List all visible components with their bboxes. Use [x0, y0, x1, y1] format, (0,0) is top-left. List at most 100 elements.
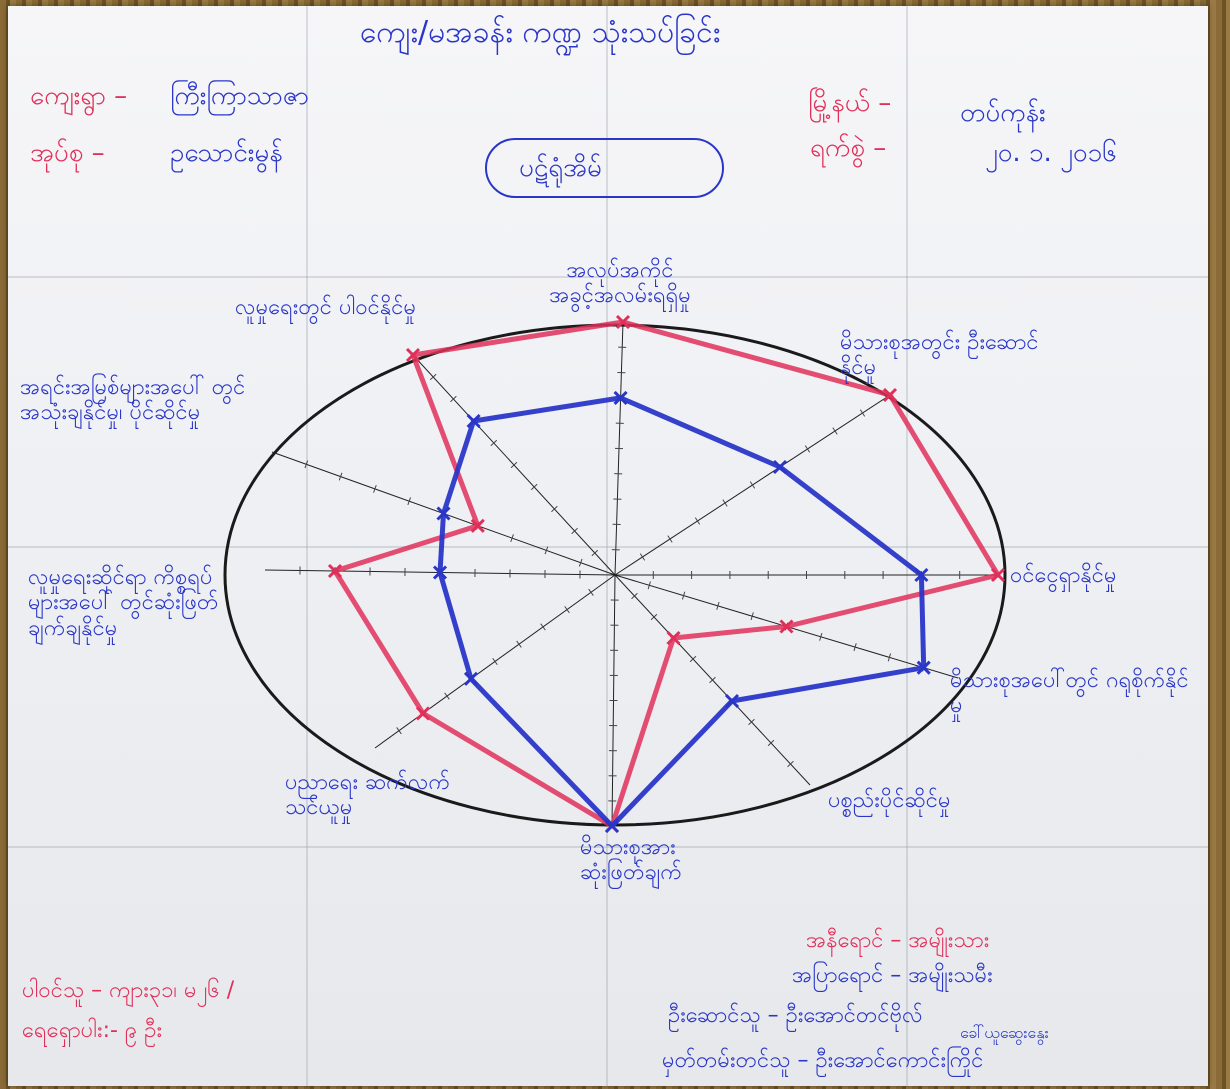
radar-tick	[639, 553, 646, 561]
radar-tick	[510, 534, 514, 543]
radar-series-line	[332, 319, 1001, 829]
radar-point	[779, 619, 794, 634]
radar-tick	[694, 517, 701, 525]
village-label: ကျေးရွာ –	[30, 81, 128, 111]
radar-tick	[373, 484, 377, 493]
fold-line	[8, 276, 1208, 278]
flipchart-paper	[8, 6, 1208, 1086]
radar-tick	[709, 676, 716, 684]
cloud-bubble: ပဋ်ရုံအိမ်	[485, 138, 724, 198]
radar-tick	[510, 461, 518, 469]
axis-label-7: လူမှုရေးဆိုင်ရာ ကိစ္စရပ်များအပေါ် တွင်ဆု…	[28, 565, 219, 641]
fold-line	[8, 846, 1208, 848]
axis-label-8: အရင်းအမြစ်များအပေါ် တွင်အသုံးချနိုင်မှု၊…	[20, 375, 246, 426]
radar-tick	[716, 601, 720, 610]
axis-label-6: ပညာရေး ဆက်လက်သင်ယူမှု	[285, 770, 450, 821]
legend-blue: အပြာရောင် – အမျိုးသမီး	[792, 963, 993, 988]
radar-tick	[304, 460, 309, 469]
radar-tick	[887, 653, 892, 662]
township-value: တပ်ကုန်း	[960, 98, 1046, 128]
radar-point	[436, 506, 451, 521]
radar-tick	[681, 591, 686, 600]
date-label: ရက်စွဲ –	[810, 133, 887, 163]
radar-tick	[853, 643, 857, 652]
radar-point	[470, 518, 485, 533]
radar-point	[724, 693, 740, 709]
radar-point	[882, 387, 898, 403]
radar-tick	[516, 640, 522, 648]
radar-point	[772, 459, 788, 475]
legend-red: အနီရောင် – အမျိုးသား	[806, 928, 990, 953]
date-value: ၂၀. ၁. ၂၀၁၆	[985, 138, 1117, 168]
radar-point	[432, 565, 448, 580]
radar-tick	[396, 727, 402, 735]
radar-tick	[492, 657, 498, 666]
radar-tick	[650, 613, 658, 621]
fold-line	[906, 6, 908, 1086]
axis-label-1: မိသားစုအတွင်း ဦးဆောင်နိုင်မှု	[840, 330, 1039, 381]
radar-tick	[819, 632, 823, 641]
radar-tick	[750, 612, 754, 621]
radar-tick	[571, 527, 578, 535]
radar-point	[990, 567, 1006, 583]
radar-tick	[444, 692, 450, 700]
radar-point	[613, 390, 628, 405]
radar-tick	[450, 395, 457, 403]
radar-tick	[767, 739, 775, 747]
tract-value: ဥသောင်းမွန်	[170, 138, 283, 168]
radar-tick	[429, 373, 437, 381]
radar-tick	[578, 558, 583, 567]
township-label: မြို့နယ် –	[808, 88, 892, 118]
fold-line	[306, 6, 308, 1086]
axis-label-4: ပစ္စည်းပိုင်ဆိုင်မှု	[828, 788, 951, 813]
radar-tick	[749, 481, 756, 489]
radar-tick	[722, 499, 728, 507]
radar-tick	[667, 535, 673, 543]
radar-tick	[544, 546, 549, 555]
radar-point	[916, 660, 931, 675]
radar-point	[914, 567, 929, 583]
radar-tick	[407, 497, 412, 506]
fold-line	[606, 6, 608, 1086]
radar-tick	[551, 505, 558, 513]
fold-line	[8, 546, 1208, 548]
radar-point	[604, 818, 620, 834]
radar-tick	[564, 606, 570, 614]
radar-tick	[787, 760, 794, 768]
facilitator: ဦးဆောင်သူ – ဦးအောင်တင်ဗိုလ်	[668, 1003, 923, 1028]
radar-tick	[804, 445, 811, 453]
participants-line-2: ရေရှောပါး:- ၉ ဦး	[22, 1018, 163, 1043]
axis-label-0: အလုပ်အကိုင်အခွင့်အလမ်းရရှိမှု	[549, 258, 691, 309]
radar-tick	[689, 655, 697, 663]
radar-tick	[647, 581, 651, 590]
radar-point	[466, 413, 481, 429]
radar-tick	[859, 409, 866, 417]
radar-tick	[832, 427, 838, 435]
participants-line-1: ပါဝင်သူ – ကျား၃၁၊ မ၂၆ /	[22, 978, 235, 1003]
radar-tick	[748, 718, 755, 726]
radar-point	[615, 314, 631, 330]
radar-tick	[631, 592, 638, 600]
village-value: ကြီးကြာသာဇာ	[170, 81, 309, 111]
tract-label: အုပ်စု –	[30, 138, 105, 168]
radar-tick	[338, 472, 343, 481]
axis-label-3: မိသားစုအပေါ်တွင် ဂရုစိုက်နိုင်မှု	[950, 668, 1189, 719]
radar-point	[463, 671, 479, 686]
radar-point	[666, 630, 681, 646]
radar-tick	[530, 483, 538, 491]
axis-label-5: မိသားစုအား ဆုံးဖြတ်ချက်	[580, 835, 682, 886]
recorder: မှတ်တမ်းတင်သူ – ဦးအောင်ကောင်းကြိုင်	[662, 1048, 984, 1073]
radar-tick	[490, 439, 498, 447]
facilitator-note: ခေါ်ယူဆွေးနွေး	[960, 1023, 1049, 1042]
page-title: ကျေး/မအခန်း ကဏ္ဍ သုံးသပ်ခြင်း	[360, 15, 721, 50]
radar-tick	[588, 588, 594, 596]
cloud-label: ပဋ်ရုံအိမ်	[519, 153, 602, 183]
axis-label-2: ဝင်ငွေရှာနိုင်မှု	[1010, 563, 1117, 588]
radar-point	[415, 706, 431, 721]
radar-point	[405, 347, 421, 363]
radar-tick	[591, 549, 599, 557]
radar-point	[327, 563, 343, 579]
radar-tick	[540, 623, 546, 631]
axis-label-9: လူမှုရေးတွင် ပါဝင်နိုင်မှု	[235, 295, 417, 320]
